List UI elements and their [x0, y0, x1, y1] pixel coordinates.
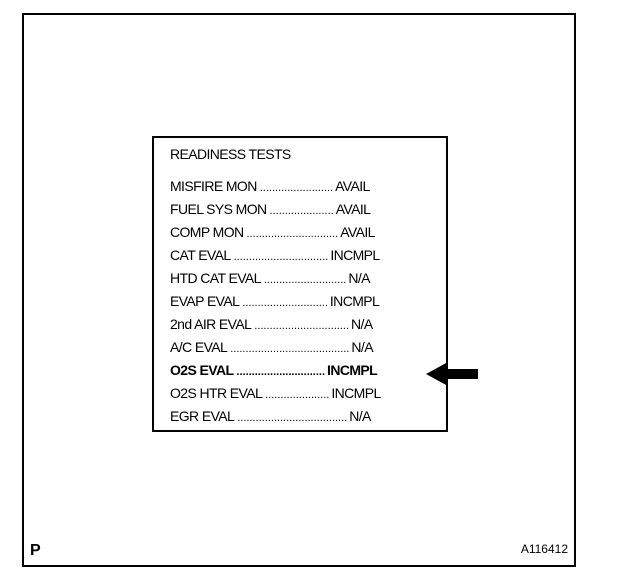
test-status: N/A	[348, 270, 370, 286]
test-row-misfire-mon: MISFIRE MON ........................ AVA…	[170, 178, 381, 201]
readiness-tests-screen: READINESS TESTS MISFIRE MON ............…	[152, 136, 448, 432]
dot-leader: ...........................	[263, 274, 347, 286]
test-name: HTD CAT EVAL	[170, 270, 261, 286]
test-status: N/A	[351, 339, 373, 355]
test-row-comp-mon: COMP MON .............................. …	[170, 224, 381, 247]
test-name: O2S EVAL	[170, 362, 234, 378]
test-name: FUEL SYS MON	[170, 201, 267, 217]
test-status: INCMPL	[329, 293, 380, 309]
dot-leader: ..............................	[246, 228, 339, 240]
screen-title: READINESS TESTS	[170, 146, 291, 162]
readiness-test-list: MISFIRE MON ........................ AVA…	[170, 178, 381, 431]
test-status: AVAIL	[335, 178, 370, 194]
test-name: A/C EVAL	[170, 339, 228, 355]
test-status: N/A	[349, 408, 371, 424]
dot-leader: .......................................	[230, 343, 350, 355]
dot-leader: ....................................	[237, 412, 348, 424]
test-row-fuel-sys-mon: FUEL SYS MON ..................... AVAIL	[170, 201, 381, 224]
test-status: N/A	[351, 316, 373, 332]
figure-id: A116412	[520, 542, 568, 556]
dot-leader: .............................	[236, 366, 326, 378]
test-status: INCMPL	[330, 247, 380, 263]
arrow-left-icon	[426, 362, 478, 386]
corner-code: P	[30, 542, 41, 559]
test-name: EVAP EVAL	[170, 293, 240, 309]
figure-frame: READINESS TESTS MISFIRE MON ............…	[22, 13, 576, 567]
test-row-egr-eval: EGR EVAL ...............................…	[170, 408, 381, 431]
test-row-evap-eval: EVAP EVAL ............................ I…	[170, 293, 381, 316]
test-row-ac-eval: A/C EVAL ...............................…	[170, 339, 381, 362]
dot-leader: .....................	[269, 205, 334, 217]
test-name: 2nd AIR EVAL	[170, 316, 252, 332]
test-row-htd-cat-eval: HTD CAT EVAL ...........................…	[170, 270, 381, 293]
test-row-2nd-air-eval: 2nd AIR EVAL ...........................…	[170, 316, 381, 339]
test-name: MISFIRE MON	[170, 178, 257, 194]
test-name: COMP MON	[170, 224, 244, 240]
test-status: INCMPL	[327, 362, 378, 378]
test-name: O2S HTR EVAL	[170, 385, 263, 401]
dot-leader: .....................	[265, 389, 330, 401]
dot-leader: ............................	[242, 297, 328, 309]
test-status: AVAIL	[335, 201, 371, 217]
test-status: INCMPL	[331, 385, 381, 401]
test-name: EGR EVAL	[170, 408, 235, 424]
test-name: CAT EVAL	[170, 247, 231, 263]
test-status: AVAIL	[340, 224, 375, 240]
dot-leader: ...............................	[233, 251, 329, 263]
test-row-o2s-htr-eval: O2S HTR EVAL ..................... INCMP…	[170, 385, 381, 408]
test-row-cat-eval: CAT EVAL ...............................…	[170, 247, 381, 270]
test-row-o2s-eval: O2S EVAL ............................. I…	[170, 362, 381, 385]
dot-leader: ...............................	[254, 320, 350, 332]
dot-leader: ........................	[259, 182, 334, 194]
